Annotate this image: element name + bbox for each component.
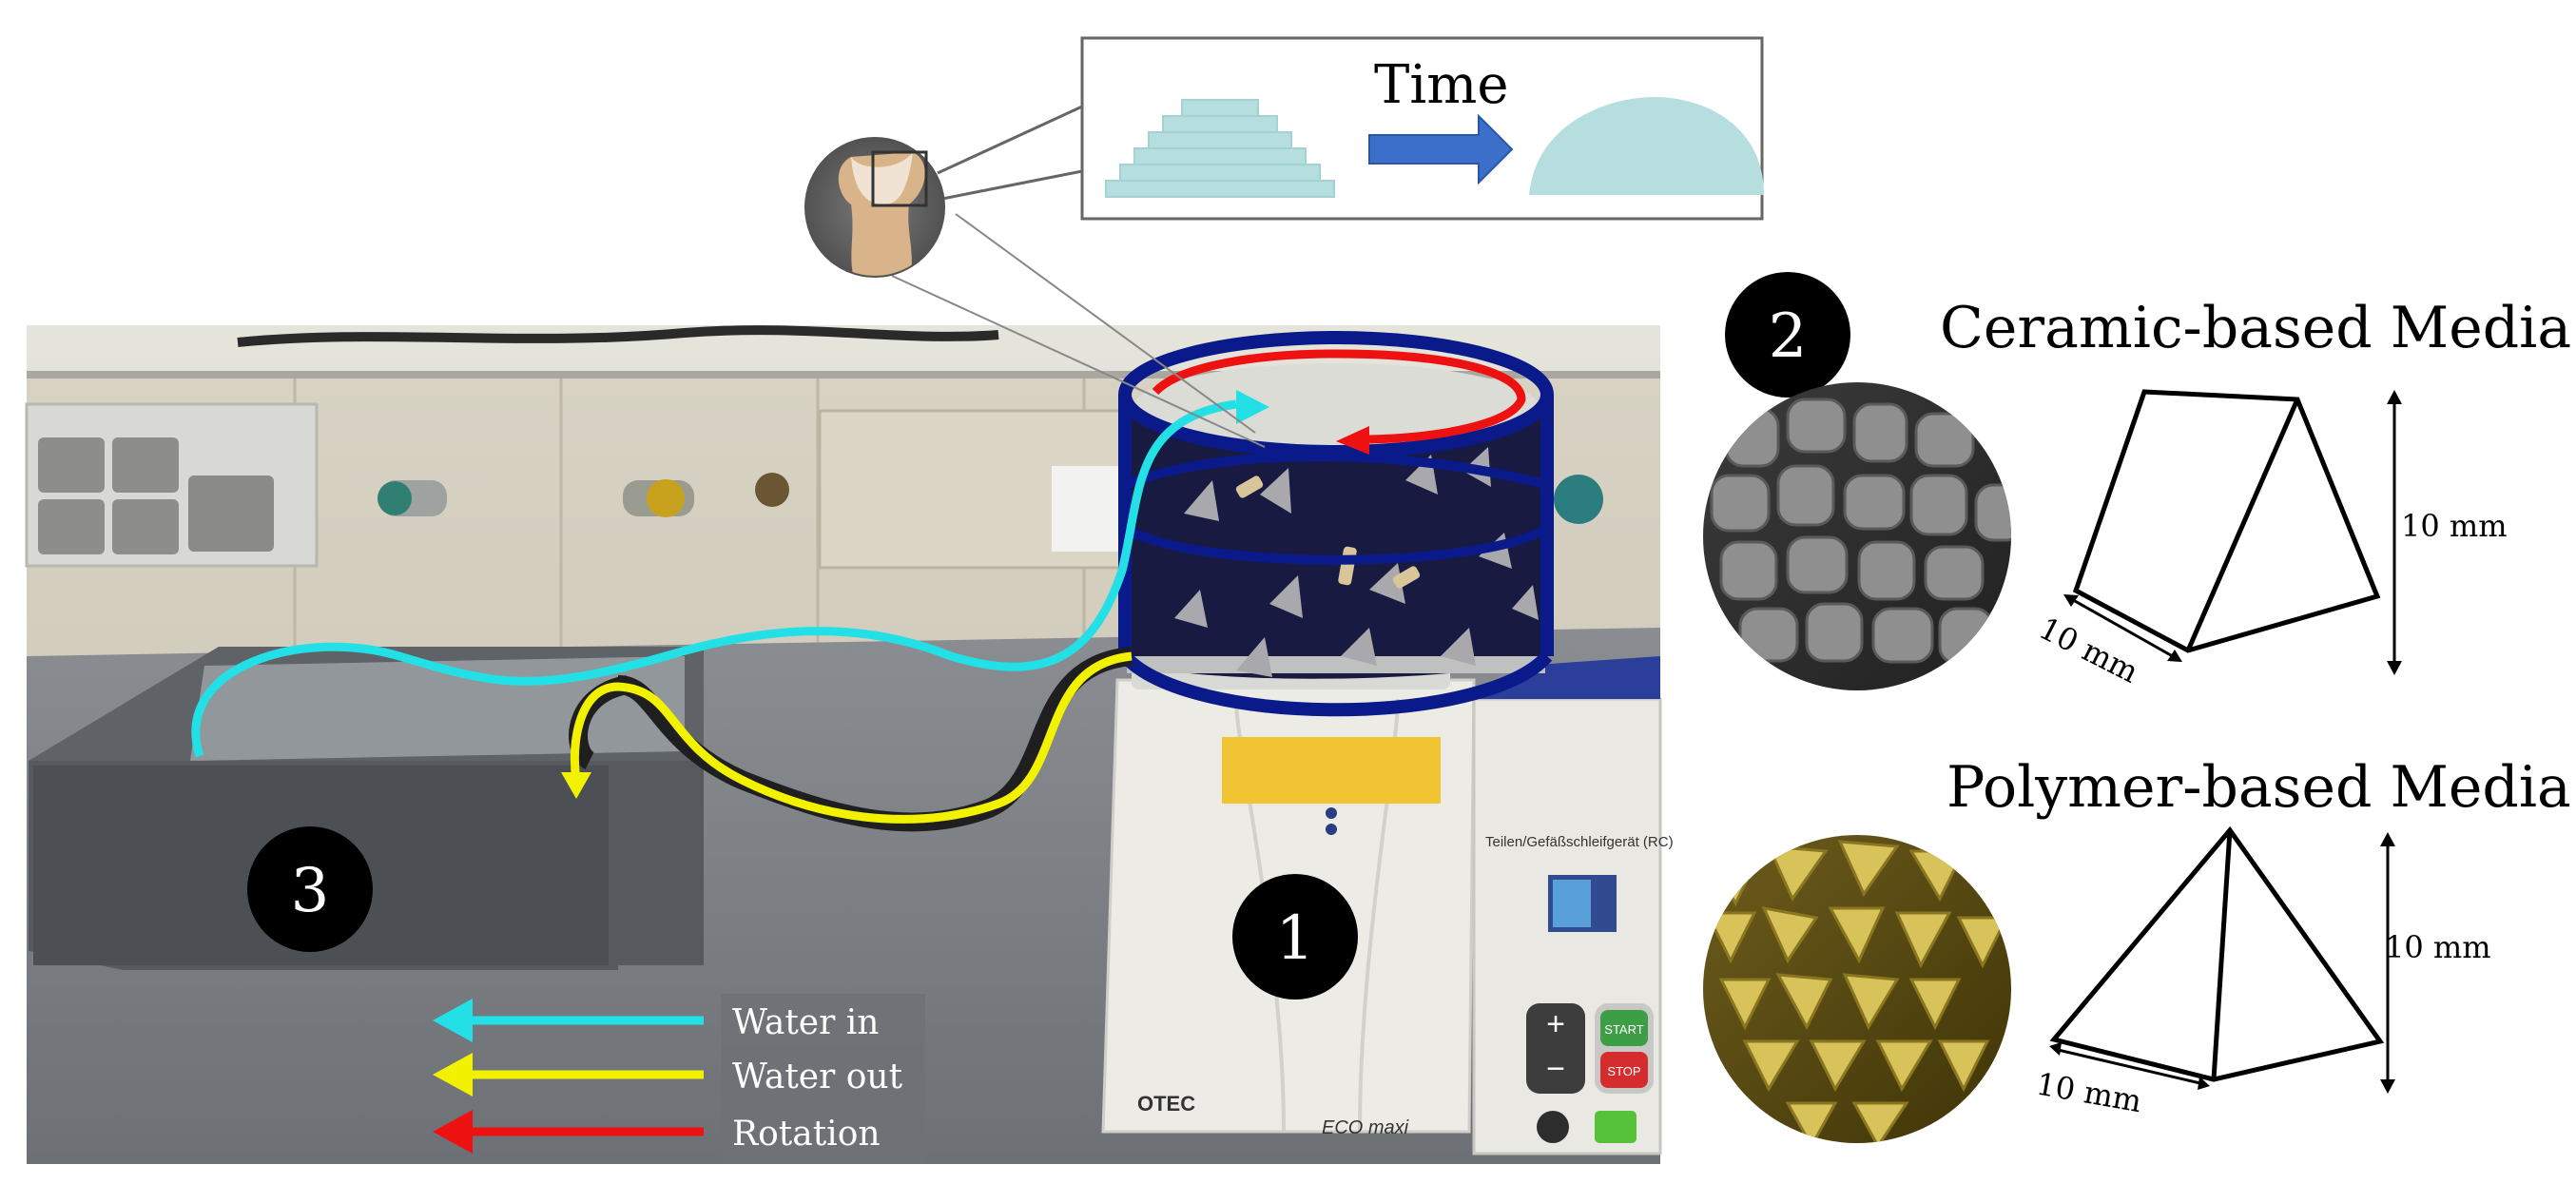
media-panel: 2 Ceramic-based Media	[1703, 272, 2571, 1143]
polymer-base-label: 10 mm	[2034, 1065, 2144, 1119]
polymer-base-dimension: 10 mm	[2034, 1042, 2210, 1119]
magnifier-roi	[871, 150, 928, 207]
shelf-edge	[27, 371, 1660, 378]
polymer-title: Polymer-based Media	[1947, 754, 2571, 821]
work-bowl	[1118, 331, 1554, 717]
legend-water-in-arrow	[433, 999, 473, 1042]
bowl-outline	[1118, 331, 1554, 717]
lab-photo: + − START STOP OTEC ECO maxi Teilen/Gefä…	[25, 325, 1674, 1164]
rotary-knob[interactable]	[1537, 1111, 1569, 1143]
socket-panel	[25, 402, 319, 568]
water-out-arrowhead	[561, 772, 591, 799]
ceramic-height-dimension: 10 mm	[2387, 390, 2508, 675]
time-inset: Time	[1080, 36, 1764, 221]
svg-text:+: +	[1546, 1006, 1565, 1042]
ceramic-height-label: 10 mm	[2401, 508, 2508, 544]
model-label: ECO maxi	[1322, 1117, 1409, 1138]
legend-rotation-label: Rotation	[732, 1115, 881, 1154]
start-button-label: START	[1604, 1022, 1643, 1037]
legend-box	[721, 994, 925, 1163]
ceramic-shape-drawing	[2072, 389, 2381, 653]
marker-3-label: 3	[291, 856, 330, 926]
water-in-path	[191, 399, 1237, 758]
magnifier	[804, 105, 1266, 448]
time-arrow	[1368, 113, 1514, 185]
marker-2: 2	[1725, 272, 1850, 398]
ceramic-base-label: 10 mm	[2033, 610, 2144, 690]
polymer-height-dimension: 10 mm	[2380, 832, 2491, 1094]
polymer-media-photo	[1703, 835, 2011, 1143]
marker-2-label: 2	[1769, 301, 1808, 372]
callout-line-top	[937, 105, 1083, 175]
marker-3: 3	[247, 826, 373, 952]
legend-water-out-label: Water out	[732, 1058, 903, 1097]
finishing-machine: + − START STOP OTEC ECO maxi Teilen/Gefä…	[1101, 647, 1674, 1155]
ceramic-title: Ceramic-based Media	[1940, 295, 2571, 361]
water-in-arrowhead	[1236, 390, 1269, 424]
plus-minus-buttons[interactable]	[1526, 1003, 1585, 1094]
power-switch[interactable]	[1595, 1111, 1637, 1143]
marker-1-label: 1	[1276, 903, 1315, 974]
water-out-path	[570, 651, 1133, 824]
panel-label: Teilen/Gefäßschleifgerät (RC)	[1485, 834, 1674, 850]
media-triangles-on-bowl	[1174, 447, 1539, 677]
stop-button-label: STOP	[1607, 1064, 1640, 1078]
zoom-line-right	[955, 213, 1256, 434]
control-label	[1052, 466, 1118, 552]
rotation-arrowhead	[1336, 426, 1369, 455]
gas-valves	[378, 473, 789, 517]
polymer-shape-drawing	[2049, 825, 2385, 1082]
legend-water-out-arrow	[433, 1053, 473, 1097]
zoom-line-left	[891, 275, 1266, 448]
svg-text:−: −	[1546, 1051, 1565, 1087]
valve-right	[1554, 475, 1603, 524]
rotation-path	[1152, 349, 1526, 444]
warning-label	[1222, 737, 1441, 804]
legend: Water in Water out Rotation	[433, 994, 925, 1163]
callout-line-bottom	[937, 169, 1083, 202]
brand-label: OTEC	[1137, 1092, 1195, 1116]
time-label: Time	[1374, 54, 1509, 116]
shelf-cable	[237, 325, 999, 347]
marker-1: 1	[1232, 874, 1358, 1000]
layered-surface	[1105, 99, 1335, 198]
smoothed-surface	[1529, 97, 1764, 195]
polymer-height-label: 10 mm	[2385, 929, 2491, 965]
ceramic-media-photo	[1703, 382, 2011, 690]
legend-water-in-label: Water in	[732, 1003, 879, 1042]
legend-rotation-arrow	[433, 1110, 473, 1154]
